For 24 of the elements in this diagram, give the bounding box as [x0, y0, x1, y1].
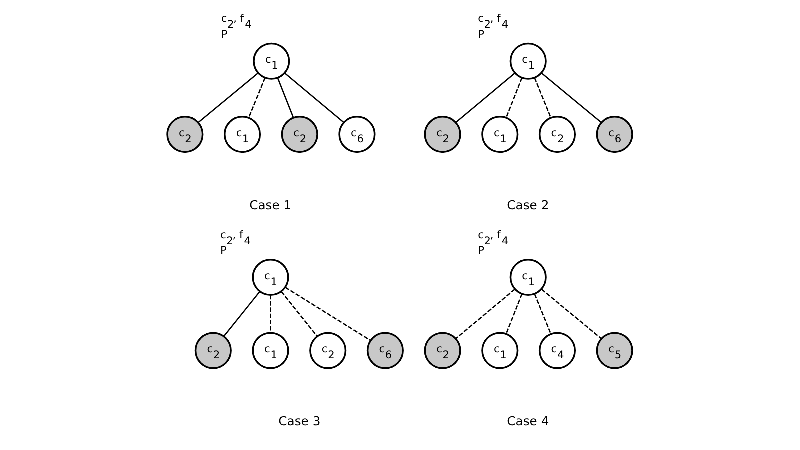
connector [506, 294, 523, 334]
connector [277, 78, 294, 118]
node-label: P [221, 29, 228, 42]
connector [285, 287, 372, 342]
connector [248, 78, 266, 118]
connector [456, 289, 516, 340]
connector [284, 72, 344, 124]
connector [541, 72, 602, 124]
connector [534, 294, 552, 334]
node-label: P [220, 245, 227, 258]
label: Case 2 [507, 198, 550, 212]
connector [224, 291, 260, 337]
connector [541, 289, 602, 340]
label: Case 3 [278, 414, 321, 428]
label: Case 1 [250, 198, 292, 212]
connector [198, 72, 259, 124]
connector [506, 78, 523, 118]
connector [281, 291, 318, 337]
node-label: P [478, 29, 484, 42]
connector [270, 295, 272, 334]
node-label: P [478, 245, 484, 258]
connector [456, 72, 516, 124]
connector [534, 78, 552, 118]
label: Case 4 [507, 414, 550, 428]
